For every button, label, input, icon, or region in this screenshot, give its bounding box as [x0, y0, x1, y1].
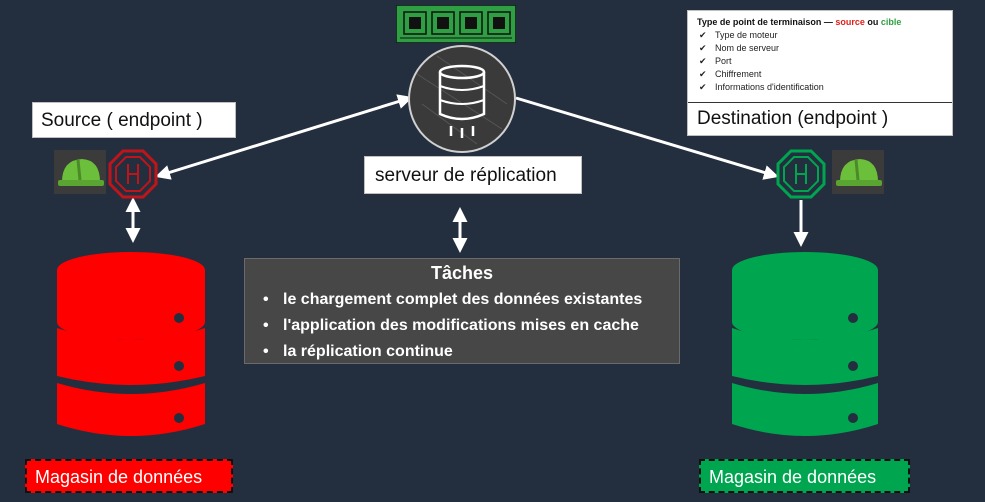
destination-endpoint-label: Destination (endpoint )	[688, 102, 952, 135]
checkmark-icon: ✔	[699, 56, 707, 66]
list-item: ✔Port	[699, 56, 732, 66]
tasks-list: le chargement complet des données exista…	[255, 287, 669, 365]
checkmark-icon: ✔	[699, 69, 707, 79]
list-item: ✔Informations d'identification	[699, 82, 824, 92]
checkmark-icon: ✔	[699, 43, 707, 53]
source-database-icon	[57, 252, 205, 436]
checkmark-icon: ✔	[699, 82, 707, 92]
list-item: ✔Type de moteur	[699, 30, 778, 40]
list-item: le chargement complet des données exista…	[255, 287, 669, 313]
destination-endpoint-panel: Type de point de terminaison — source ou…	[687, 10, 953, 136]
destination-endpoint-icon	[776, 149, 826, 199]
list-item: la réplication continue	[255, 339, 669, 365]
endpoint-properties-list: ✔Type de moteur ✔Nom de serveur ✔Port ✔C…	[697, 29, 943, 94]
tasks-box: Tâches le chargement complet des données…	[244, 258, 680, 365]
list-item: l'application des modifications mises en…	[255, 313, 669, 339]
checkmark-icon: ✔	[699, 30, 707, 40]
endpoint-type-title: Type de point de terminaison — source ou…	[697, 17, 902, 27]
destination-data-store-label: Magasin de données	[699, 459, 910, 493]
source-data-store-label: Magasin de données	[25, 459, 233, 493]
list-item: ✔Nom de serveur	[699, 43, 780, 53]
destination-database-icon	[732, 252, 878, 436]
hard-hat-icon	[832, 150, 884, 194]
source-endpoint-icon	[108, 149, 158, 199]
source-endpoint-label: Source ( endpoint )	[32, 102, 236, 138]
list-item: ✔Chiffrement	[699, 69, 762, 79]
replication-server-icon	[408, 45, 516, 153]
tasks-title: Tâches	[430, 263, 494, 283]
hard-hat-icon	[54, 150, 106, 194]
arrow-server-destination	[515, 96, 779, 180]
replication-server-label: serveur de réplication	[364, 156, 582, 194]
arrow-server-source	[155, 94, 413, 180]
memory-chip-icon	[396, 5, 516, 43]
